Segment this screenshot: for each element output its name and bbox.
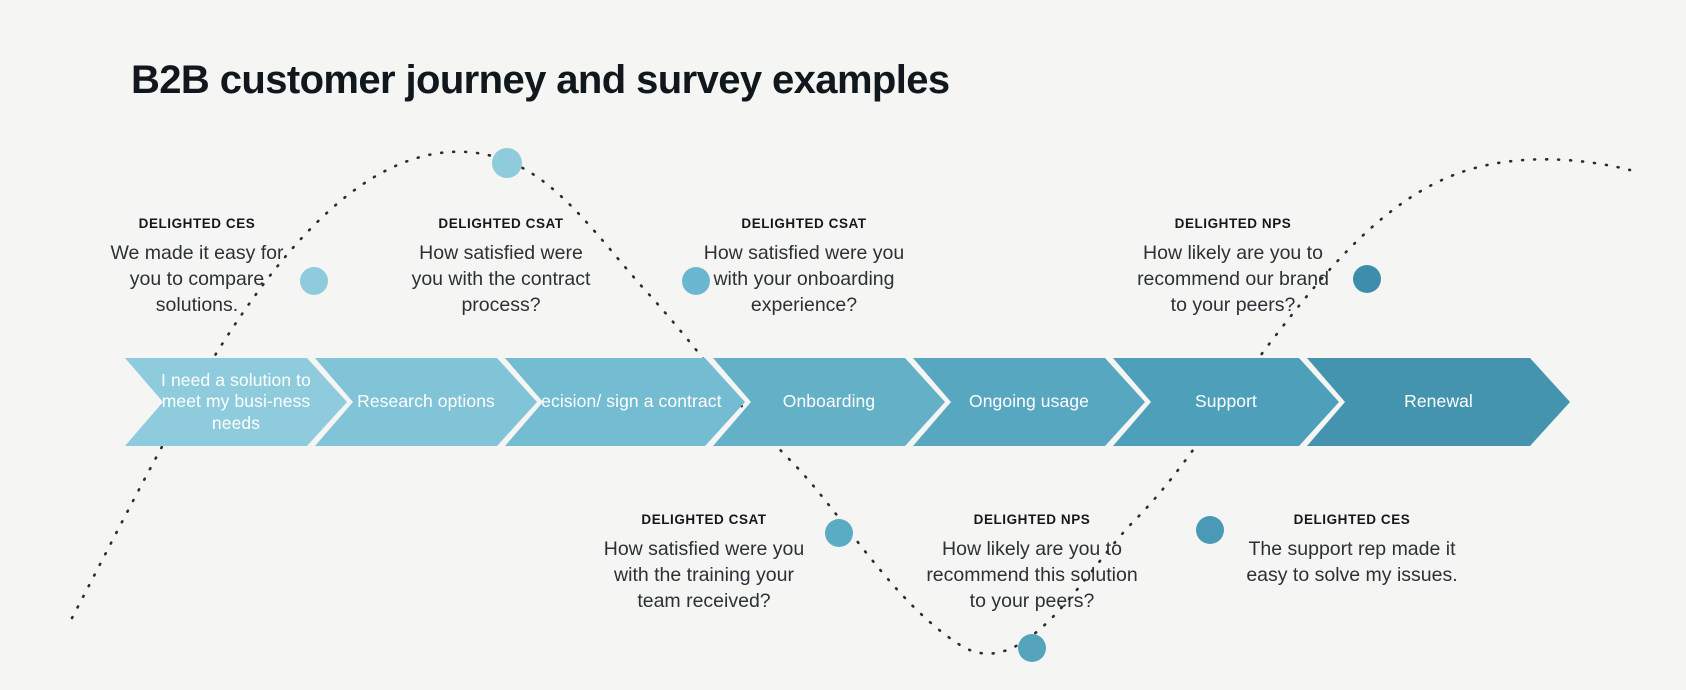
journey-stage-label: Decision/ sign a contract (528, 391, 722, 412)
callout-above: DELIGHTED CSAT How satisfied were you wi… (404, 216, 598, 319)
callout-below: DELIGHTED NPS How likely are you to reco… (920, 512, 1144, 615)
callout-question: How likely are you to recommend our bran… (1137, 242, 1329, 316)
journey-dot-wave-peak-left[interactable] (492, 148, 522, 178)
callout-kicker: DELIGHTED CES (1293, 512, 1411, 527)
callout-kicker: DELIGHTED CES (138, 216, 256, 231)
journey-stage[interactable]: Research options (315, 358, 537, 446)
journey-stage[interactable]: Renewal (1307, 358, 1570, 446)
callout-question: How satisfied were you with the contract… (411, 242, 591, 316)
callout-question: How likely are you to recommend this sol… (926, 538, 1138, 612)
callout-kicker: DELIGHTED CSAT (641, 512, 767, 527)
journey-stage[interactable]: Ongoing usage (913, 358, 1145, 446)
callout-above: DELIGHTED CSAT How satisfied were you wi… (700, 216, 908, 319)
journey-dot-csat-contract[interactable] (682, 267, 710, 295)
journey-stage-label: Research options (357, 391, 495, 412)
callout-question: How satisfied were you with your onboard… (703, 242, 905, 316)
journey-stage-band: I need a solution to meet my busi-ness n… (125, 358, 1570, 446)
journey-dot-nps-brand[interactable] (1353, 265, 1381, 293)
journey-dot-ces-compare[interactable] (300, 267, 328, 295)
callout-kicker: DELIGHTED NPS (1174, 216, 1292, 231)
callout-above: DELIGHTED CES We made it easy for you to… (107, 216, 287, 319)
callout-question: The support rep made it easy to solve my… (1246, 538, 1458, 586)
callout-above: DELIGHTED NPS How likely are you to reco… (1130, 216, 1336, 319)
journey-dot-wave-trough[interactable] (1018, 634, 1046, 662)
journey-stage-label: Onboarding (782, 391, 876, 412)
journey-stage-label: Ongoing usage (968, 391, 1089, 412)
journey-dot-csat-training[interactable] (825, 519, 853, 547)
callout-question: We made it easy for you to compare solut… (110, 242, 284, 316)
journey-stage-label: Support (1195, 391, 1257, 412)
journey-stage[interactable]: Decision/ sign a contract (505, 358, 745, 446)
journey-stage[interactable]: Support (1113, 358, 1339, 446)
journey-stage[interactable]: I need a solution to meet my busi-ness n… (125, 358, 347, 446)
journey-stage[interactable]: Onboarding (713, 358, 945, 446)
journey-stage-label: Renewal (1404, 391, 1473, 412)
callout-kicker: DELIGHTED CSAT (438, 216, 564, 231)
callout-question: How satisfied were you with the training… (603, 538, 805, 612)
callout-kicker: DELIGHTED CSAT (741, 216, 867, 231)
callout-below: DELIGHTED CSAT How satisfied were you wi… (597, 512, 811, 615)
callout-kicker: DELIGHTED NPS (973, 512, 1091, 527)
journey-stage-label: I need a solution to meet my busi-ness n… (161, 369, 311, 433)
callout-below: DELIGHTED CES The support rep made it ea… (1240, 512, 1464, 589)
page-title: B2B customer journey and survey examples (131, 58, 950, 102)
journey-dot-ces-support[interactable] (1196, 516, 1224, 544)
